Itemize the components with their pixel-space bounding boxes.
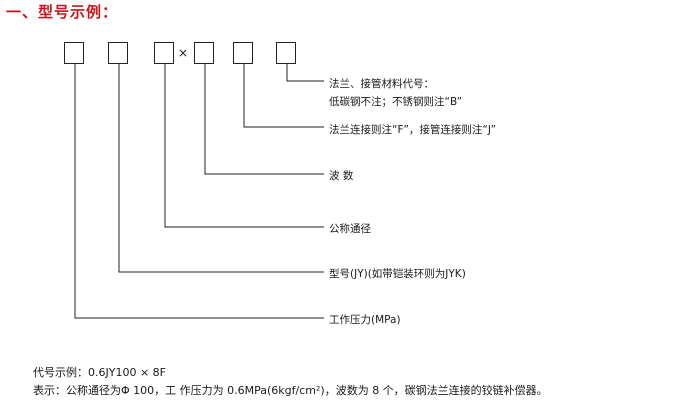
label-material-line2: 低碳钢不注；不锈钢则注“B”: [329, 96, 463, 108]
multiply-sign: ×: [178, 46, 189, 60]
code-box-model: [108, 42, 128, 64]
code-box-material: [276, 42, 296, 64]
label-material-line1: 法兰、接管材料代号：: [329, 78, 434, 90]
code-box-waves: [194, 42, 214, 64]
leader-line-model: [118, 64, 324, 273]
label-model: 型号(JY)(如带铠装环则为JYK): [329, 268, 466, 280]
leader-line-material: [286, 64, 324, 82]
label-waves: 波 数: [329, 170, 354, 182]
code-box-connection: [233, 42, 253, 64]
leader-line-connection: [243, 64, 324, 128]
leader-line-pressure: [74, 64, 324, 319]
label-pressure: 工作压力(MPa): [329, 314, 401, 326]
label-connection: 法兰连接则注“F”，接管连接则注“J”: [329, 124, 497, 136]
code-example: 代号示例：0.6JY100 × 8F: [33, 366, 166, 379]
code-box-diameter: [154, 42, 174, 64]
code-meaning: 表示：公称通径为Φ 100，工 作压力为 0.6MPa(6kgf/cm²)，波数…: [33, 384, 548, 397]
leader-line-diameter: [164, 64, 324, 228]
section-heading: 一、型号示例：: [6, 3, 119, 21]
leader-line-waves: [204, 64, 324, 175]
code-box-pressure: [64, 42, 84, 64]
label-nominal-diameter: 公称通径: [329, 223, 371, 235]
